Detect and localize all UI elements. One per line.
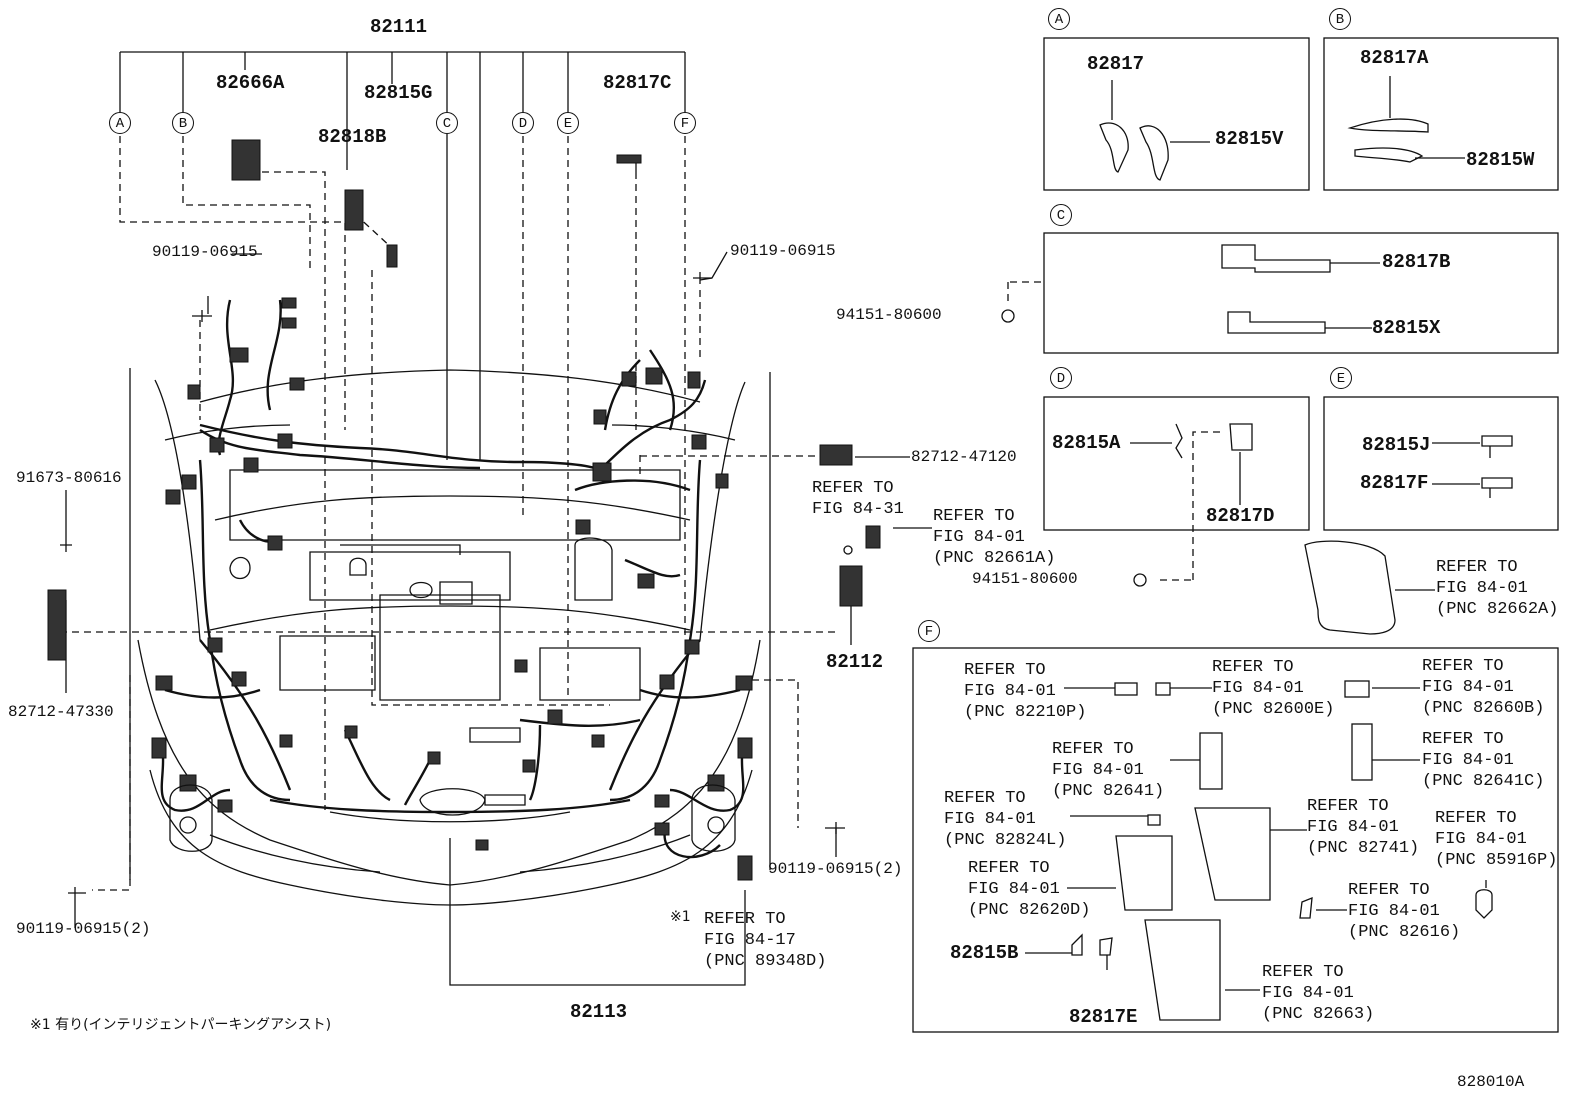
refer-pnc-89348D: REFER TO FIG 84-17 (PNC 89348D) bbox=[704, 910, 827, 971]
part-number-82666A: 82666A bbox=[216, 72, 285, 94]
part-number-82817F: 82817F bbox=[1360, 472, 1429, 494]
part-number-82817D: 82817D bbox=[1206, 505, 1275, 527]
part-number-82817: 82817 bbox=[1087, 53, 1145, 75]
refer-pnc-82600E: REFER TO FIG 84-01 (PNC 82600E) bbox=[1212, 658, 1335, 719]
part-number-82818B: 82818B bbox=[318, 126, 387, 148]
part-number-82113: 82113 bbox=[570, 1001, 628, 1023]
refer-pnc-82620D: REFER TO FIG 84-01 (PNC 82620D) bbox=[968, 859, 1091, 920]
part-number-82111: 82111 bbox=[370, 16, 428, 38]
part-number-82817C: 82817C bbox=[603, 72, 672, 94]
figure-code: 828010A bbox=[1457, 1073, 1525, 1091]
callout-letter-a: A bbox=[109, 112, 131, 134]
part-number-82815G: 82815G bbox=[364, 82, 433, 104]
callout-letter-e: E bbox=[557, 112, 579, 134]
bracket-left-label: 82712-47330 bbox=[8, 703, 114, 721]
part-number-82817E: 82817E bbox=[1069, 1006, 1138, 1028]
bolt-top-left-label: 90119-06915 bbox=[152, 243, 258, 261]
part-number-82815B: 82815B bbox=[950, 942, 1019, 964]
refer-pnc-82641C: REFER TO FIG 84-01 (PNC 82641C) bbox=[1422, 730, 1545, 791]
clip-label-c: 94151-80600 bbox=[836, 306, 942, 324]
bracket-right-label: 82712-47120 bbox=[911, 448, 1017, 466]
part-number-82815V: 82815V bbox=[1215, 128, 1284, 150]
note-mark-1: ※1 bbox=[670, 909, 691, 925]
part-number-82817A: 82817A bbox=[1360, 47, 1429, 69]
part-number-82815X: 82815X bbox=[1372, 317, 1441, 339]
refer-pnc-82661A: REFER TO FIG 84-01 (PNC 82661A) bbox=[933, 507, 1056, 568]
panel-b-letter: B bbox=[1329, 8, 1351, 30]
clip-label-d: 94151-80600 bbox=[972, 570, 1078, 588]
callout-letter-f: F bbox=[674, 112, 696, 134]
refer-fig-84-31: REFER TO FIG 84-31 bbox=[812, 479, 904, 519]
bolt-top-right-label: 90119-06915 bbox=[730, 242, 836, 260]
panel-d-letter: D bbox=[1050, 367, 1072, 389]
refer-pnc-85916P: REFER TO FIG 84-01 (PNC 85916P) bbox=[1435, 809, 1558, 870]
part-number-82817B: 82817B bbox=[1382, 251, 1451, 273]
bolt-bottom-right-label: 90119-06915(2) bbox=[768, 860, 903, 878]
part-number-82815W: 82815W bbox=[1466, 149, 1535, 171]
refer-pnc-82662A: REFER TO FIG 84-01 (PNC 82662A) bbox=[1436, 558, 1559, 619]
panel-f-letter: F bbox=[918, 620, 940, 642]
panel-e-letter: E bbox=[1330, 367, 1352, 389]
bolt-bottom-left-label: 90119-06915(2) bbox=[16, 920, 151, 938]
callout-letter-c: C bbox=[436, 112, 458, 134]
footnote: ※1 有り(インテリジェントパーキングアシスト) bbox=[30, 1017, 332, 1033]
refer-pnc-82663: REFER TO FIG 84-01 (PNC 82663) bbox=[1262, 963, 1375, 1024]
part-number-82815J: 82815J bbox=[1362, 434, 1431, 456]
panel-a-letter: A bbox=[1048, 8, 1070, 30]
callout-letter-b: B bbox=[172, 112, 194, 134]
refer-pnc-82824L: REFER TO FIG 84-01 (PNC 82824L) bbox=[944, 789, 1067, 850]
part-number-82112: 82112 bbox=[826, 651, 884, 673]
refer-pnc-82616: REFER TO FIG 84-01 (PNC 82616) bbox=[1348, 881, 1461, 942]
refer-pnc-82660B: REFER TO FIG 84-01 (PNC 82660B) bbox=[1422, 657, 1545, 718]
callout-letter-d: D bbox=[512, 112, 534, 134]
part-number-82815A: 82815A bbox=[1052, 432, 1121, 454]
refer-pnc-82641: REFER TO FIG 84-01 (PNC 82641) bbox=[1052, 740, 1165, 801]
refer-pnc-82741: REFER TO FIG 84-01 (PNC 82741) bbox=[1307, 797, 1420, 858]
bolt-left-label: 91673-80616 bbox=[16, 469, 122, 487]
refer-pnc-82210P: REFER TO FIG 84-01 (PNC 82210P) bbox=[964, 661, 1087, 722]
panel-c-letter: C bbox=[1050, 204, 1072, 226]
